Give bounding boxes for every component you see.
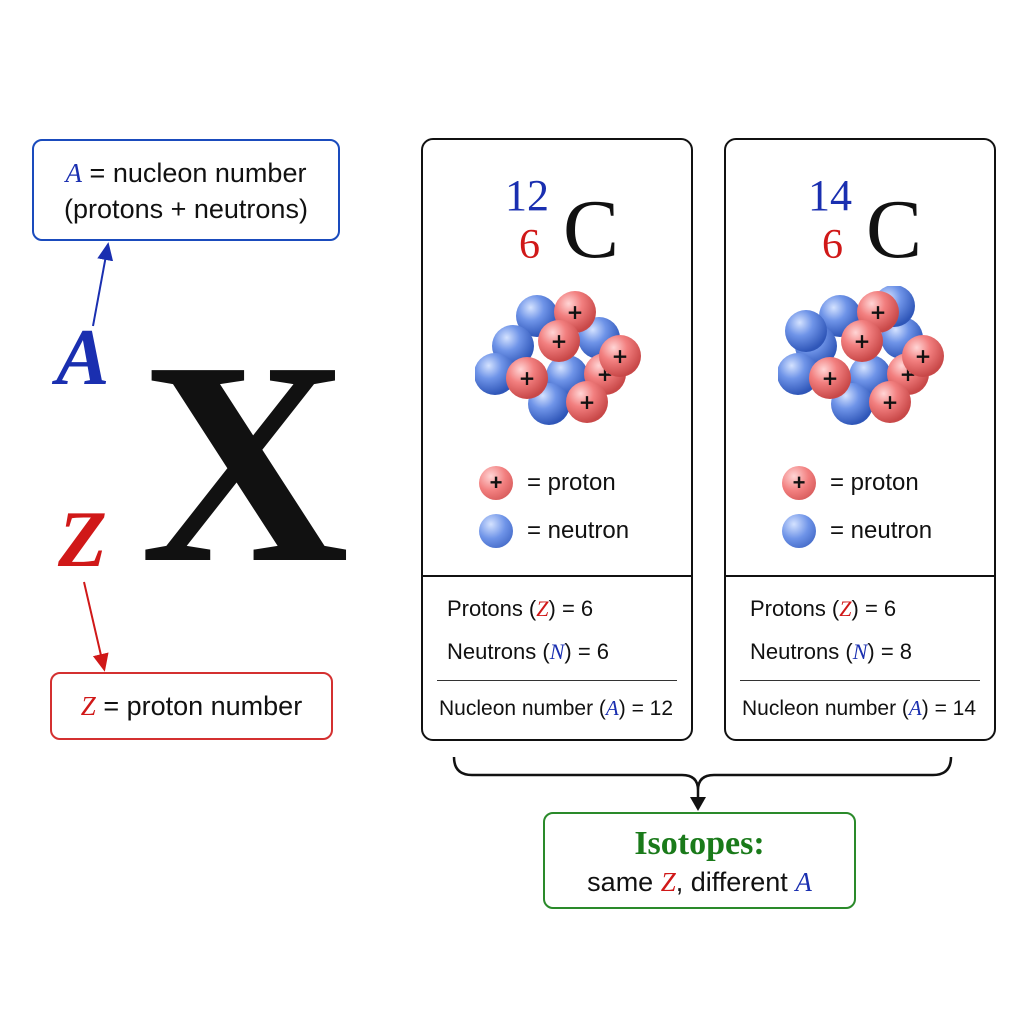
- nucleus-illustration: ++++++: [778, 286, 944, 425]
- mass-number: 12: [505, 171, 549, 220]
- proton-sign: +: [882, 390, 899, 414]
- neutron-particle: [785, 310, 827, 352]
- proton-particle: +: [902, 335, 944, 377]
- neutron-legend-label: = neutron: [830, 517, 933, 544]
- nucleon-number-definition: A = nucleon number (protons + neutrons): [32, 139, 340, 241]
- proton-particle: +: [869, 381, 911, 423]
- atomic-number: 6: [519, 222, 540, 268]
- proton-sign: +: [567, 300, 584, 324]
- element-symbol: C: [866, 183, 923, 276]
- proton-particle: +: [566, 381, 608, 423]
- atomic-number: 6: [822, 222, 843, 268]
- neutrons-stat: Neutrons (N) = 8: [750, 639, 913, 664]
- nucleon-stat: Nucleon number (A) = 12: [439, 696, 674, 720]
- protons-stat: Protons (Z) = 6: [447, 596, 594, 621]
- neutrons-stat: Neutrons (N) = 6: [447, 639, 610, 664]
- proton-sign: +: [870, 300, 887, 324]
- legend-proton: + = proton: [479, 465, 616, 501]
- proton-legend-label: = proton: [527, 469, 616, 496]
- legend-neutron: = neutron: [782, 513, 932, 549]
- summary-text: same Z, different A: [587, 867, 812, 897]
- proton-sign: +: [579, 390, 596, 414]
- bracket-arrowhead: [690, 797, 706, 811]
- neutron-particle: [475, 353, 516, 395]
- nucleon-definition-text: = nucleon number: [82, 158, 307, 188]
- mass-number-symbol: A: [56, 314, 110, 402]
- proton-particle: +: [538, 320, 580, 362]
- proton-sign: +: [822, 366, 839, 390]
- proton-number-definition: Z = proton number: [50, 672, 333, 740]
- element-symbol: X: [140, 302, 350, 623]
- neutron-icon: [479, 514, 513, 548]
- isotope-card-carbon-14: 14 6 C + + + + + + + = proton = neutron Proto…: [724, 138, 996, 741]
- proton-letter: Z: [80, 691, 96, 721]
- legend-proton: + = proton: [782, 465, 919, 501]
- neutron-legend-label: = neutron: [527, 517, 630, 544]
- element-symbol: C: [563, 183, 620, 276]
- proton-sign: +: [519, 366, 536, 390]
- arrow-a-to-box: [92, 242, 114, 327]
- card-divider: [423, 575, 691, 577]
- proton-particle: +: [809, 357, 851, 399]
- stat-rule: [740, 680, 980, 681]
- proton-sign: +: [915, 344, 932, 368]
- proton-sign: +: [551, 329, 568, 353]
- proton-legend-label: = proton: [830, 469, 919, 496]
- isotopes-summary: Isotopes: same Z, different A: [543, 812, 856, 909]
- proton-sign: +: [612, 344, 629, 368]
- stat-rule: [437, 680, 677, 681]
- protons-stat: Protons (Z) = 6: [750, 596, 897, 621]
- nucleon-letter: A: [65, 158, 83, 188]
- nucleon-stat: Nucleon number (A) = 14: [742, 696, 977, 720]
- nucleon-definition-detail: (protons + neutrons): [64, 194, 308, 224]
- proton-particle: +: [506, 357, 548, 399]
- proton-particle: +: [599, 335, 641, 377]
- atomic-number-symbol: Z: [58, 496, 107, 584]
- proton-icon: +: [479, 466, 513, 500]
- card-divider: [726, 575, 994, 577]
- proton-particle: +: [841, 320, 883, 362]
- arrow-z-to-box: [83, 581, 109, 672]
- neutron-icon: [782, 514, 816, 548]
- summary-title: Isotopes:: [634, 825, 765, 862]
- mass-number: 14: [808, 171, 852, 220]
- proton-definition-text: = proton number: [95, 691, 303, 721]
- neutron-particle: [778, 353, 819, 395]
- legend-neutron: = neutron: [479, 513, 629, 549]
- isotope-card-carbon-12: 12 6 C + + + + + + + = proton = neutron Proto…: [421, 138, 693, 741]
- proton-icon: +: [782, 466, 816, 500]
- proton-sign: +: [854, 329, 871, 353]
- nucleus-illustration: ++++++: [475, 291, 641, 425]
